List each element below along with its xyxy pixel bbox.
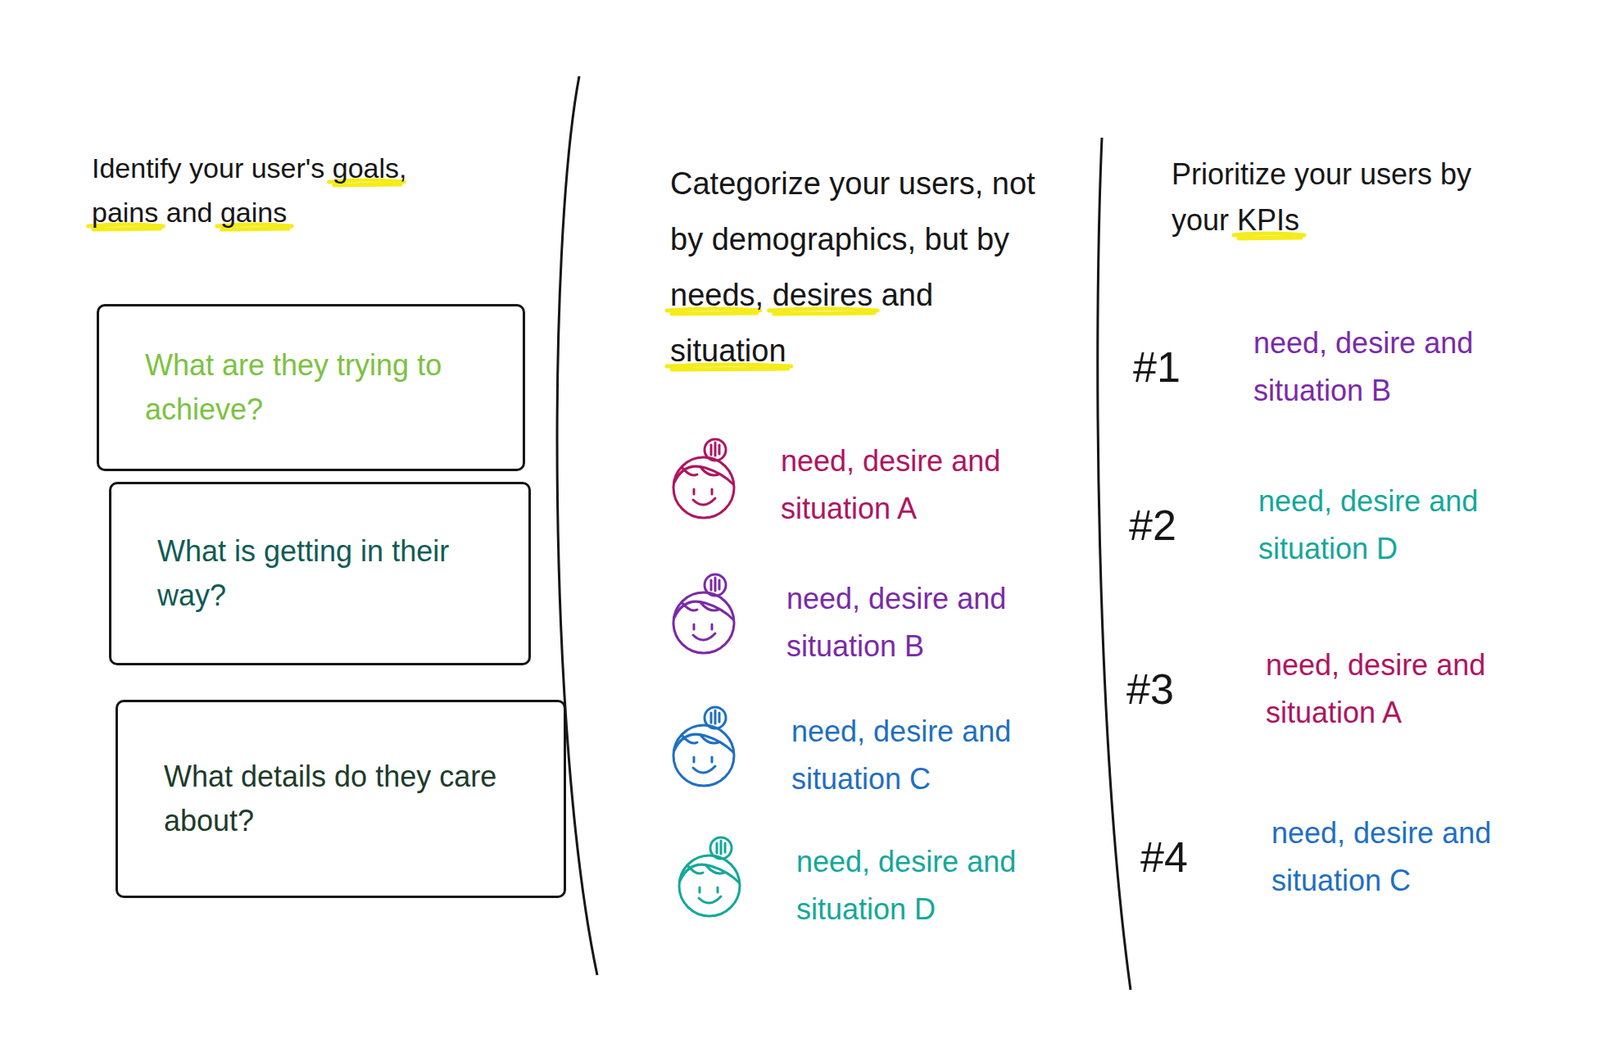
question-text-group: What are they trying to achieve? [145,343,499,432]
segment-label: need, desire and situation A [780,437,1043,533]
question-text: What are they trying to achieve? [145,343,499,432]
user-face [673,707,735,786]
segment-label: need, desire and situation B [1253,319,1549,415]
user-face [673,574,735,653]
rank-number: #2 [1128,500,1220,550]
column-heading: Categorize your users, not by demographi… [670,155,1043,379]
question-text-group: What is getting in their way? [157,529,504,618]
user-face [679,837,740,916]
column-divider [557,76,598,975]
question-box: What are they trying to achieve? [96,303,526,472]
rank-number: #3 [1126,664,1217,714]
segment-label: need, desire and situation B [786,575,1049,671]
question-text: What is getting in their way? [157,529,504,618]
question-text: What details do they care about? [163,754,540,844]
segment-label: need, desire and situation D [796,838,1059,934]
segment-label: need, desire and situation C [791,707,1054,803]
segment-label: need, desire and situation D [1258,477,1554,573]
column-heading: Prioritize your users by your KPIs [1171,151,1524,244]
rank-number: #1 [1133,342,1224,392]
segment-label: need, desire and situation C [1271,809,1567,905]
rank-number: #4 [1140,832,1231,882]
column-heading: Identify your user's goals, pains and ga… [91,145,453,235]
user-face [673,439,735,518]
question-text-group: What details do they care about? [163,754,540,844]
segment-label: need, desire and situation A [1265,641,1561,737]
question-box: What is getting in their way? [108,481,531,666]
question-box: What details do they care about? [115,699,567,898]
column-divider [1097,137,1131,990]
